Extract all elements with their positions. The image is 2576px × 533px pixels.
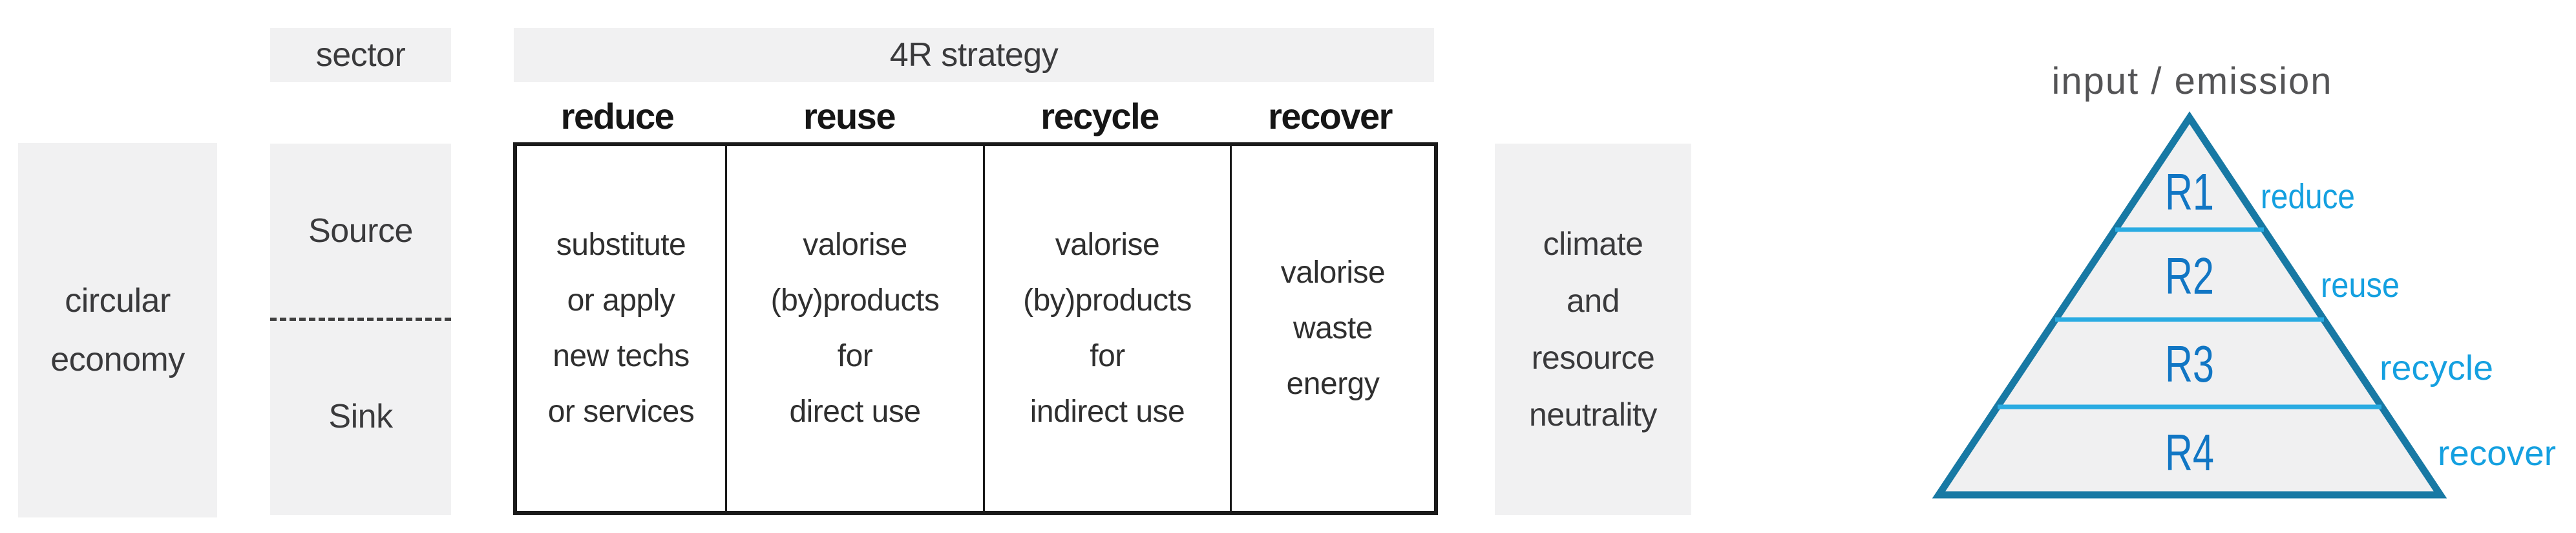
cell-line: valorise [1280, 256, 1386, 290]
goal-line: and [1567, 283, 1620, 319]
column-header-reuse: reuse [803, 95, 896, 136]
circular-economy-line: economy [50, 340, 185, 378]
goal-line: neutrality [1529, 397, 1657, 433]
table-cell-reuse: valorise (by)products for direct use [727, 146, 985, 511]
cell-line: waste [1293, 311, 1373, 345]
goal-line: climate [1543, 226, 1643, 262]
cell-line: (by)products [1023, 283, 1192, 318]
source-sink-box: Source Sink [270, 144, 451, 515]
column-header-reduce: reduce [560, 95, 675, 136]
sink-cell: Sink [270, 321, 451, 512]
strategy-header-bar: 4R strategy [514, 28, 1434, 82]
sector-header-label: sector [315, 36, 406, 74]
strategy-table: substitute or apply new techs or service… [513, 142, 1438, 515]
climate-neutrality-box: climate and resource neutrality [1495, 144, 1691, 515]
pyramid-level-label-recover: recover [2438, 434, 2556, 473]
cell-line: valorise [1055, 228, 1160, 262]
sink-label: Sink [328, 397, 393, 435]
strategy-column-headers: reduce reuse recycle recover [513, 89, 1438, 142]
pyramid-level-label-recycle: recycle [2380, 349, 2493, 387]
table-cell-reduce: substitute or apply new techs or service… [517, 146, 727, 511]
cell-line: direct use [789, 395, 921, 429]
source-cell: Source [270, 144, 451, 321]
pyramid-level-code-r3: R3 [2165, 335, 2214, 393]
cell-line: or apply [567, 283, 675, 318]
r-hierarchy-pyramid: R1 R2 R3 R4 reduce reuse recycle recover [1932, 111, 2556, 499]
cell-line: or services [547, 395, 695, 429]
source-label: Source [308, 212, 413, 250]
cell-line: for [1090, 339, 1125, 373]
cell-line: for [837, 339, 873, 373]
cell-line: energy [1286, 367, 1380, 401]
pyramid-level-label-reuse: reuse [2321, 266, 2400, 305]
pyramid-outline [1932, 111, 2447, 499]
pyramid-level-code-r2: R2 [2165, 247, 2214, 305]
cell-line: valorise [803, 228, 907, 262]
circular-economy-box: circular economy [18, 143, 217, 517]
pyramid-level-code-r4: R4 [2165, 424, 2214, 481]
sector-header-box: sector [270, 28, 451, 82]
cell-line: indirect use [1029, 395, 1185, 429]
pyramid-title: input / emission [2051, 60, 2333, 102]
cell-line: substitute [556, 228, 686, 262]
circular-economy-line: circular [65, 281, 171, 320]
cell-line: (by)products [770, 283, 940, 318]
table-cell-recycle: valorise (by)products for indirect use [985, 146, 1232, 511]
column-header-recycle: recycle [1040, 95, 1159, 136]
goal-line: resource [1531, 340, 1655, 376]
cell-line: new techs [553, 339, 690, 373]
pyramid-level-code-r1: R1 [2165, 163, 2214, 221]
pyramid-level-label-reduce: reduce [2261, 177, 2355, 216]
column-header-recover: recover [1268, 95, 1393, 136]
table-cell-recover: valorise waste energy [1232, 146, 1434, 511]
strategy-header-label: 4R strategy [889, 36, 1059, 74]
